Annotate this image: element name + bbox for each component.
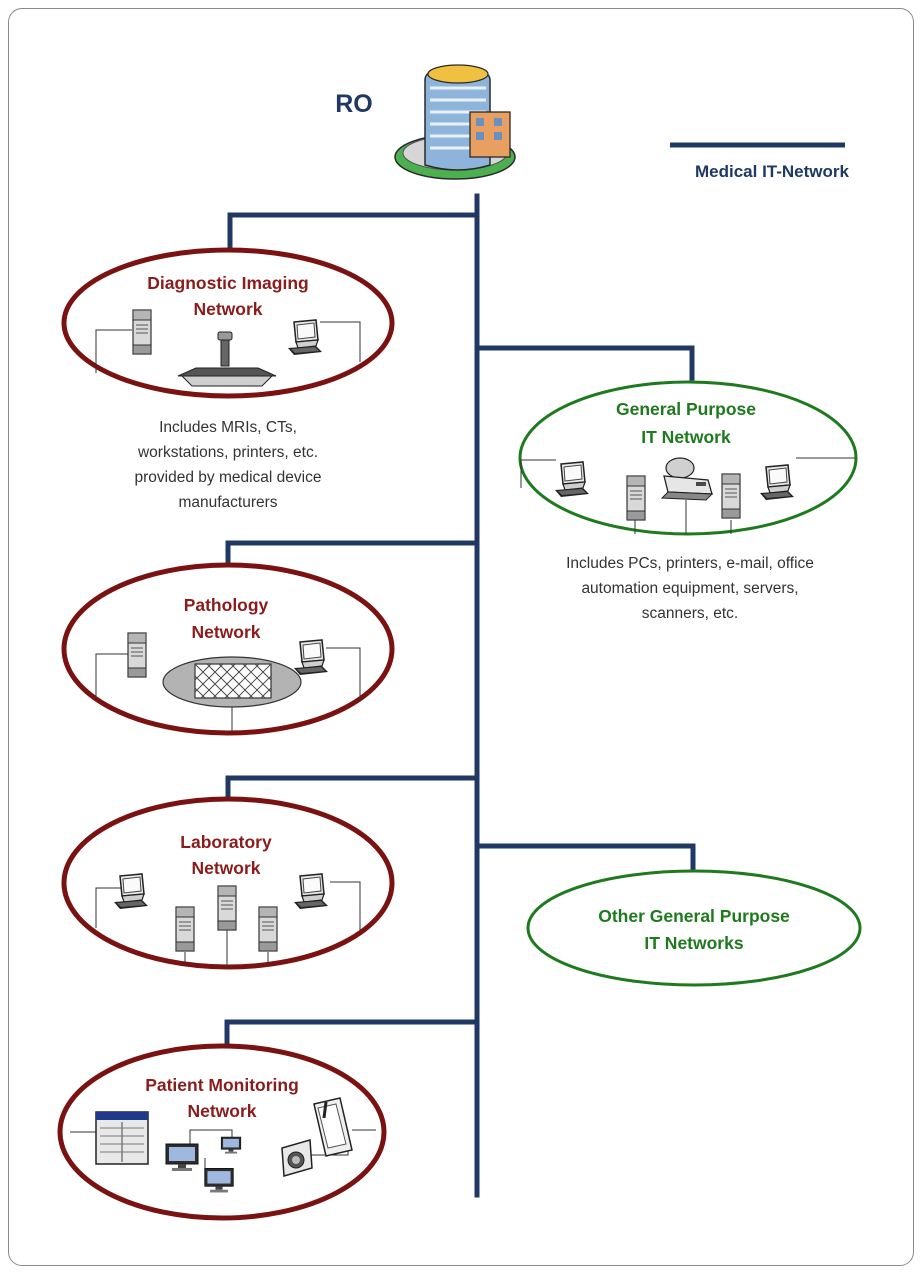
- network-title: Network: [191, 858, 260, 878]
- server-icon: [626, 475, 646, 521]
- connector-other-general: [474, 843, 696, 875]
- description-line: manufacturers: [178, 494, 277, 511]
- printer-icon: [660, 457, 714, 501]
- network-backbone: [224, 193, 696, 1198]
- tablet-icon: [313, 1097, 353, 1157]
- network-title: Other General Purpose: [598, 906, 790, 926]
- camera-icon: [281, 1139, 313, 1177]
- description-line: workstations, printers, etc.: [137, 444, 318, 461]
- network-title: Network: [187, 1101, 256, 1121]
- description-line: provided by medical device: [135, 469, 322, 486]
- general-purpose-it-network[interactable]: General Purpose IT Network: [518, 380, 858, 536]
- connector-patient-monitoring: [224, 1019, 480, 1055]
- description-line: Includes PCs, printers, e-mail, office: [566, 555, 814, 572]
- server-icon: [258, 906, 278, 952]
- diagnostic-description: Includes MRIs, CTs, workstations, printe…: [135, 419, 322, 511]
- general-description: Includes PCs, printers, e-mail, office a…: [566, 555, 814, 622]
- server-icon: [132, 309, 152, 355]
- server-icon: [217, 885, 237, 931]
- network-title: Patient Monitoring: [145, 1075, 299, 1095]
- other-general-purpose-it-networks[interactable]: Other General Purpose IT Networks: [526, 869, 862, 987]
- laboratory-network[interactable]: Laboratory Network: [61, 796, 395, 970]
- diagnostic-imaging-network[interactable]: Diagnostic Imaging Network: [61, 247, 395, 399]
- pathology-network[interactable]: Pathology Network: [61, 562, 395, 736]
- network-title: Diagnostic Imaging: [147, 273, 308, 293]
- scanner-table-icon: [177, 331, 277, 387]
- network-title: IT Network: [641, 427, 731, 447]
- network-ellipse: [57, 1043, 387, 1221]
- network-ellipse: [61, 796, 395, 970]
- description-line: scanners, etc.: [642, 605, 739, 622]
- server-icon: [127, 632, 147, 678]
- network-title: Network: [191, 622, 260, 642]
- network-ellipse: [61, 247, 395, 399]
- connector-diagnostic: [227, 212, 480, 255]
- network-title: Network: [193, 299, 262, 319]
- network-ellipse: [61, 562, 395, 736]
- hospital-building-icon: [394, 64, 516, 180]
- server-icon: [175, 906, 195, 952]
- description-line: automation equipment, servers,: [581, 580, 798, 597]
- network-title: General Purpose: [616, 399, 756, 419]
- legend: Medical IT-Network: [670, 142, 850, 181]
- server-icon: [721, 473, 741, 519]
- description-line: Includes MRIs, CTs,: [159, 419, 297, 436]
- network-ellipse: [526, 869, 862, 987]
- ro-title: RO: [335, 90, 373, 118]
- monitor-panel-icon: [95, 1111, 149, 1165]
- patient-monitoring-network[interactable]: Patient Monitoring Network: [57, 1043, 387, 1221]
- microscope-slide-icon: [162, 656, 302, 708]
- connector-general: [474, 345, 695, 381]
- network-title: IT Networks: [644, 933, 743, 953]
- network-title: Pathology: [184, 595, 269, 615]
- network-title: Laboratory: [180, 832, 272, 852]
- legend-label: Medical IT-Network: [695, 162, 850, 181]
